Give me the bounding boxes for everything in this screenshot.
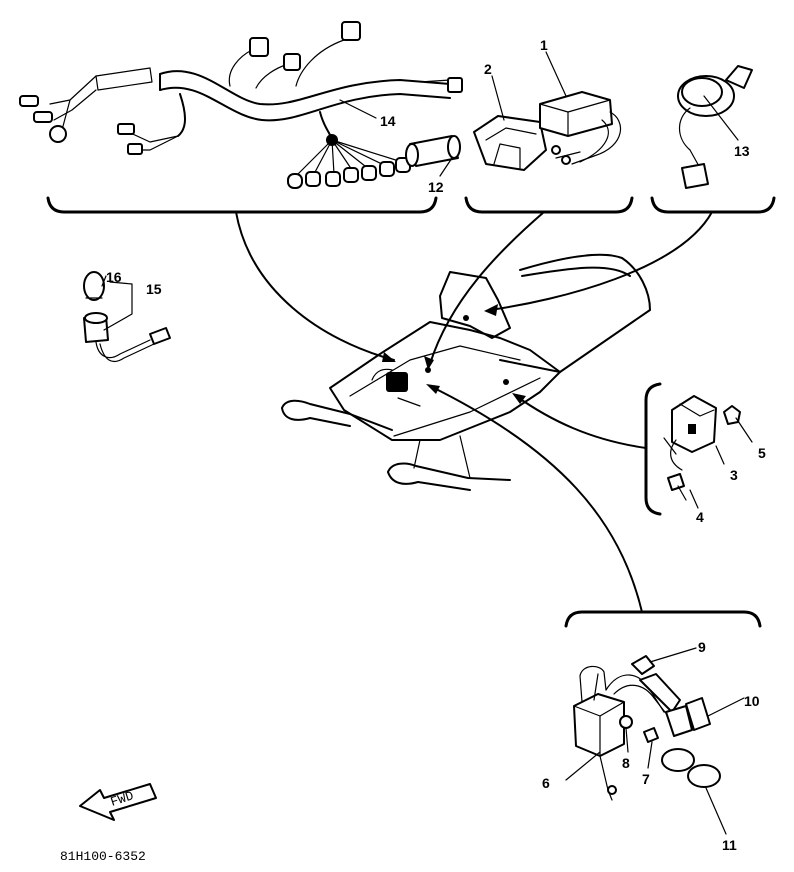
callout-leaders <box>101 51 753 835</box>
callout-16: 16 <box>106 269 122 285</box>
leader-regulator <box>515 395 647 449</box>
main-switch <box>677 65 753 189</box>
connector-sleeve <box>405 135 461 167</box>
callout-8: 8 <box>622 755 630 771</box>
callout-5: 5 <box>758 445 766 461</box>
leader-ignition-coil-arrow <box>426 384 440 394</box>
part-code: 81H100-6352 <box>60 849 146 864</box>
forward-direction-arrow: FWD <box>79 783 157 821</box>
snowmobile-outline <box>281 253 651 491</box>
leader-ignition-coil <box>429 385 643 613</box>
cdi-group-bracket <box>464 196 634 214</box>
callout-2: 2 <box>484 61 492 77</box>
callout-11: 11 <box>722 837 737 853</box>
main-switch-group-bracket <box>650 196 776 214</box>
regulator-group-bracket <box>644 382 662 516</box>
callout-10: 10 <box>744 693 760 709</box>
callout-9: 9 <box>698 639 706 655</box>
callout-1: 1 <box>540 37 548 53</box>
ignition-coil-assembly <box>573 655 721 801</box>
callout-3: 3 <box>730 467 738 483</box>
cdi-unit <box>539 91 622 165</box>
leader-main-switch <box>489 211 713 311</box>
voltage-regulator <box>663 395 741 501</box>
wire-harness <box>19 21 463 189</box>
harness-group-bracket <box>46 196 438 214</box>
fwd-label: FWD <box>109 788 136 810</box>
callout-12: 12 <box>428 179 444 195</box>
callout-14: 14 <box>380 113 396 129</box>
ignition-coil-group-bracket <box>564 610 762 628</box>
leader-main-switch-arrow <box>484 304 498 316</box>
callout-6: 6 <box>542 775 550 791</box>
leader-harness-arrow <box>382 352 396 362</box>
leader-cdi-arrow <box>424 356 434 370</box>
callout-7: 7 <box>642 771 650 787</box>
callout-13: 13 <box>734 143 750 159</box>
tail-lamp-assembly <box>83 271 171 363</box>
leader-regulator-arrow <box>512 393 526 404</box>
leader-harness <box>235 211 395 361</box>
callout-4: 4 <box>696 509 704 525</box>
cdi-cover <box>473 115 547 171</box>
leader-cdi <box>429 211 545 365</box>
callout-15: 15 <box>146 281 162 297</box>
